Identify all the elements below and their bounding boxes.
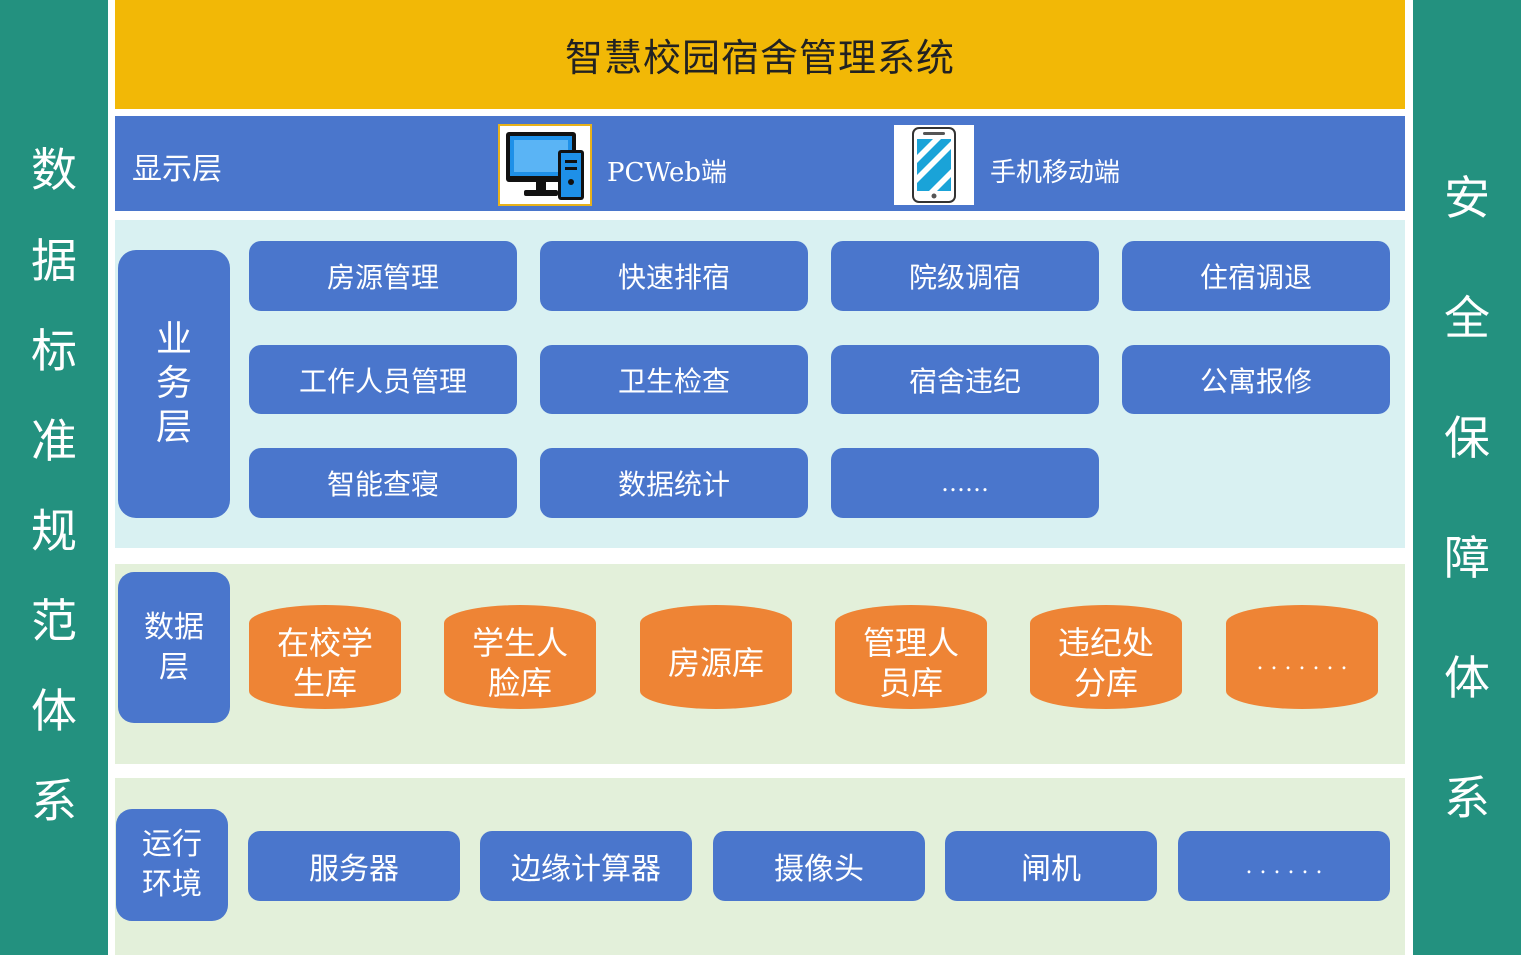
database-staff: 管理人员库 bbox=[835, 605, 987, 709]
security-column: 安 全 保 障 体 系 bbox=[1413, 0, 1521, 955]
title-banner: 智慧校园宿舍管理系统 bbox=[115, 0, 1405, 109]
module-staff-management[interactable]: 工作人员管理 bbox=[249, 345, 517, 414]
database-label: 管理人员库 bbox=[862, 624, 959, 702]
left-column-char: 准 bbox=[31, 414, 77, 468]
mobile-client-label: 手机移动端 bbox=[990, 158, 1121, 188]
module-more[interactable]: …… bbox=[831, 448, 1099, 518]
mobile-phone-icon bbox=[894, 125, 974, 205]
pcweb-client-label: PCWeb端 bbox=[607, 158, 728, 188]
runtime-label-line: 运行 bbox=[142, 827, 202, 862]
database-student: 在校学生库 bbox=[249, 605, 401, 709]
database-label: 学生人脸库 bbox=[471, 624, 568, 702]
data-label-line: 数据 bbox=[144, 609, 204, 645]
right-column-char: 全 bbox=[1444, 291, 1490, 345]
module-data-statistics[interactable]: 数据统计 bbox=[540, 448, 808, 518]
right-column-char: 体 bbox=[1444, 651, 1490, 705]
module-smart-bed-check[interactable]: 智能查寝 bbox=[249, 448, 517, 518]
database-label: 房源库 bbox=[667, 644, 764, 682]
right-column-char: 障 bbox=[1444, 531, 1490, 585]
left-column-char: 系 bbox=[31, 774, 77, 828]
data-layer-label: 数据 层 bbox=[118, 572, 230, 723]
database-label: 在校学生库 bbox=[276, 624, 373, 702]
left-column-char: 范 bbox=[31, 594, 77, 648]
database-label: . . . . . . . bbox=[1256, 650, 1348, 675]
module-college-reassign[interactable]: 院级调宿 bbox=[831, 241, 1099, 311]
module-apartment-repair[interactable]: 公寓报修 bbox=[1122, 345, 1390, 414]
left-column-char: 数 bbox=[31, 143, 77, 197]
business-label-line: 业 bbox=[155, 319, 192, 360]
module-room-change-checkout[interactable]: 住宿调退 bbox=[1122, 241, 1390, 311]
business-label-line: 层 bbox=[155, 407, 192, 448]
runtime-edge-computer[interactable]: 边缘计算器 bbox=[480, 831, 692, 901]
runtime-turnstile[interactable]: 闸机 bbox=[945, 831, 1157, 901]
right-column-char: 系 bbox=[1444, 771, 1490, 825]
module-room-management[interactable]: 房源管理 bbox=[249, 241, 517, 311]
module-quick-assign[interactable]: 快速排宿 bbox=[540, 241, 808, 311]
left-column-char: 规 bbox=[31, 504, 77, 558]
display-layer: 显示层 PCWeb端 手机移动端 bbox=[115, 116, 1405, 211]
data-layer: 数据 层 在校学生库 学生人脸库 房源库 管理人员库 违纪处分库 . . . .… bbox=[115, 564, 1405, 764]
right-column-char: 安 bbox=[1444, 171, 1490, 225]
left-column-char: 据 bbox=[31, 234, 77, 288]
database-discipline: 违纪处分库 bbox=[1030, 605, 1182, 709]
database-face: 学生人脸库 bbox=[444, 605, 596, 709]
data-standards-column: 数 据 标 准 规 范 体 系 bbox=[0, 0, 108, 955]
left-column-char: 体 bbox=[31, 684, 77, 738]
right-column-char: 保 bbox=[1444, 411, 1490, 465]
runtime-label-line: 环境 bbox=[142, 867, 202, 902]
left-column-char: 标 bbox=[31, 324, 77, 378]
runtime-environment-layer: 运行 环境 服务器 边缘计算器 摄像头 闸机 . . . . . . bbox=[115, 778, 1405, 955]
desktop-computer-icon bbox=[498, 124, 592, 206]
business-layer-label: 业 务 层 bbox=[118, 250, 230, 518]
business-label-line: 务 bbox=[155, 363, 192, 404]
runtime-server[interactable]: 服务器 bbox=[248, 831, 460, 901]
business-layer: 业 务 层 房源管理 快速排宿 院级调宿 住宿调退 工作人员管理 卫生检查 宿舍… bbox=[115, 220, 1405, 548]
system-title: 智慧校园宿舍管理系统 bbox=[564, 36, 955, 80]
database-label: 违纪处分库 bbox=[1057, 624, 1154, 702]
module-dorm-violation[interactable]: 宿舍违纪 bbox=[831, 345, 1099, 414]
runtime-camera[interactable]: 摄像头 bbox=[713, 831, 925, 901]
runtime-layer-label: 运行 环境 bbox=[116, 809, 228, 921]
module-hygiene-inspection[interactable]: 卫生检查 bbox=[540, 345, 808, 414]
runtime-more[interactable]: . . . . . . bbox=[1178, 831, 1390, 901]
database-room: 房源库 bbox=[640, 605, 792, 709]
display-layer-label: 显示层 bbox=[132, 152, 222, 187]
data-label-line: 层 bbox=[159, 649, 189, 685]
database-more: . . . . . . . bbox=[1226, 605, 1378, 709]
